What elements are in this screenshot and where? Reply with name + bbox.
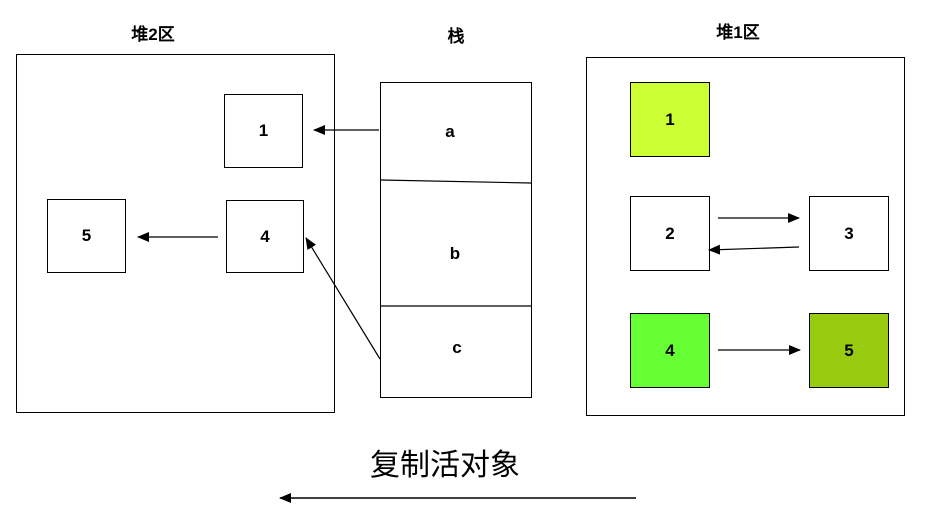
heap2-region <box>16 54 335 413</box>
stack-region <box>380 82 532 398</box>
stack-title: 栈 <box>447 27 465 46</box>
heap2-object-4: 4 <box>226 200 304 273</box>
stack-slot-b: b <box>449 244 461 263</box>
heap2-object-1: 1 <box>224 94 303 168</box>
stack-slot-a: a <box>445 122 455 141</box>
heap1-object-5: 5 <box>809 313 889 388</box>
heap2-title: 堆2区 <box>131 25 175 44</box>
heap1-object-4: 4 <box>630 313 710 388</box>
heap1-object-1: 1 <box>630 82 710 157</box>
heap1-object-3: 3 <box>809 196 889 271</box>
heap2-object-5: 5 <box>47 199 126 273</box>
copy-live-objects-caption: 复制活对象 <box>370 448 520 483</box>
heap1-title: 堆1区 <box>716 23 760 42</box>
stack-slot-c: c <box>452 338 462 357</box>
heap1-object-2: 2 <box>630 196 710 271</box>
